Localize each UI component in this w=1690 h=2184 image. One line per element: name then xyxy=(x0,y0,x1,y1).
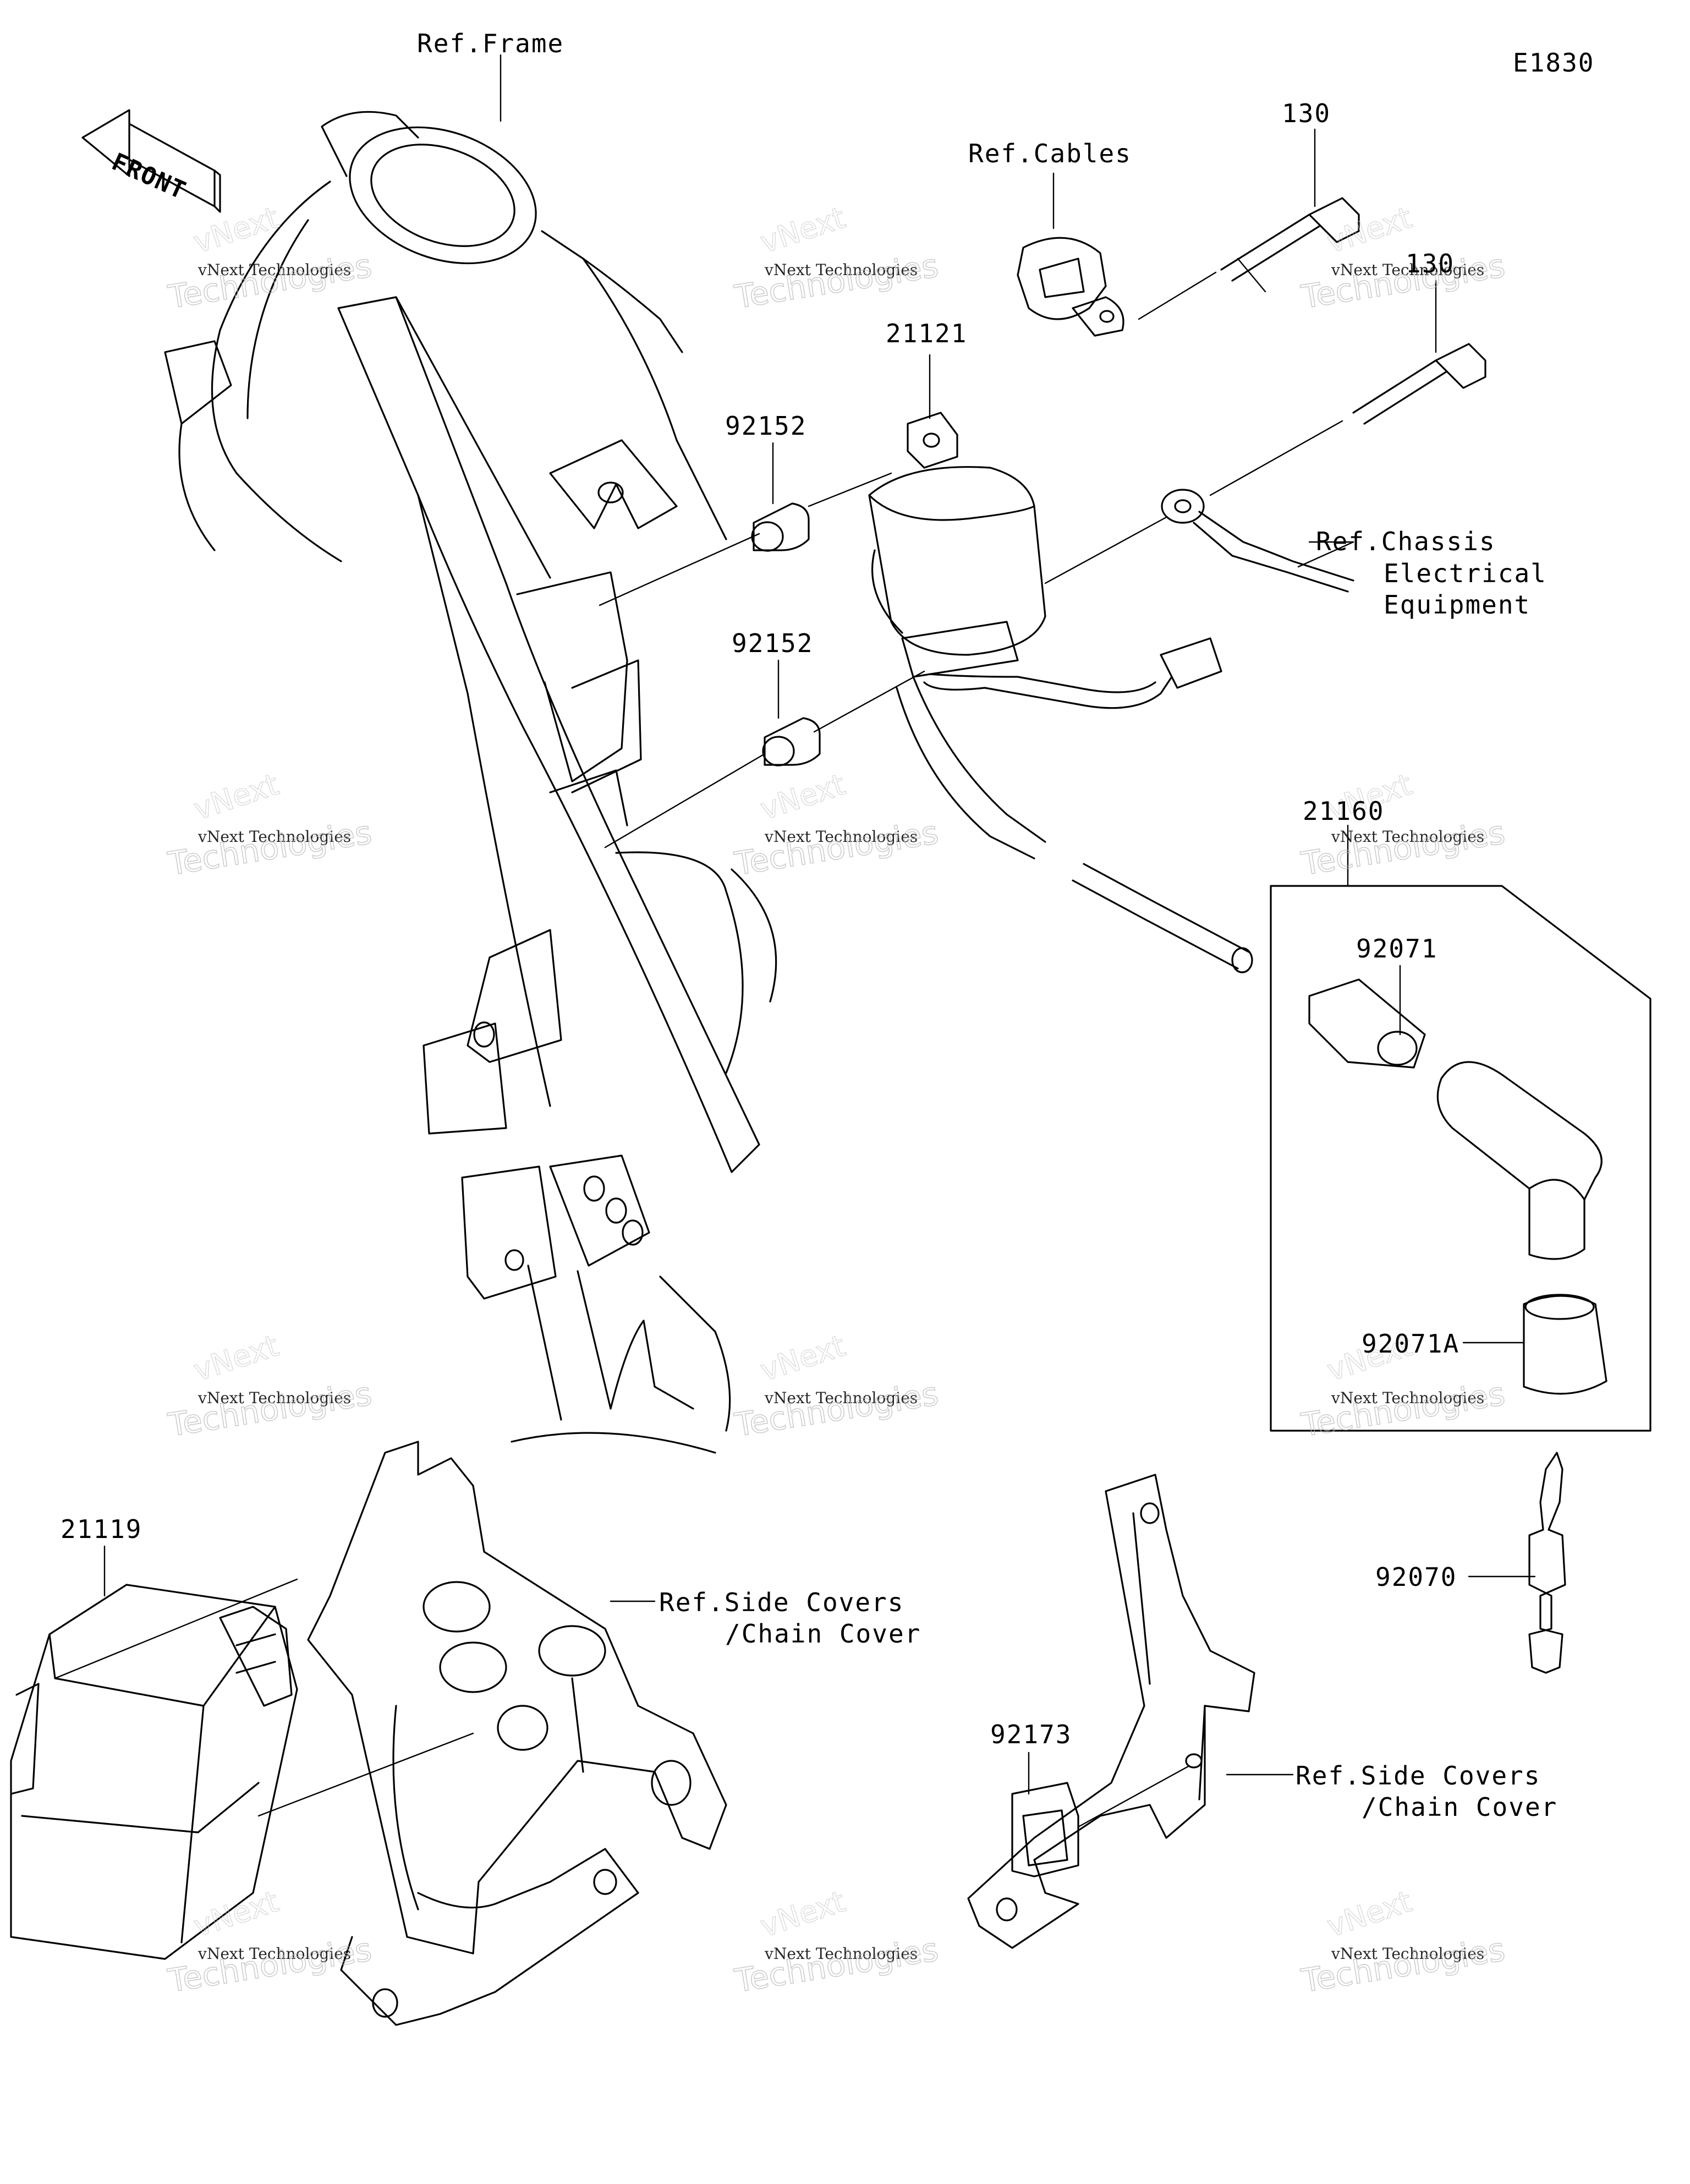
watermark-technologies: Technologies xyxy=(1299,1930,1508,2000)
diagram-code: E1830 xyxy=(1513,48,1594,78)
front-arrow-icon: FRONT xyxy=(81,109,221,213)
bolt-130-lower xyxy=(1209,343,1486,496)
bolt-130-upper xyxy=(1138,197,1360,320)
watermark-vnext: vNext xyxy=(756,200,850,260)
label-ref-chain-cover-left: /Chain Cover xyxy=(725,1619,921,1649)
seal-92071a-drawing xyxy=(1523,1294,1607,1395)
watermark-text: vNext Technologies xyxy=(1331,828,1484,846)
label-part-92152-upper: 92152 xyxy=(725,411,806,441)
cdi-bracket-drawing xyxy=(307,1441,727,2026)
label-part-21119: 21119 xyxy=(61,1514,142,1544)
label-part-92071a: 92071A xyxy=(1362,1329,1459,1359)
watermark-text: vNext Technologies xyxy=(1331,1389,1484,1407)
label-part-92152-lower: 92152 xyxy=(732,628,813,658)
watermark-text: vNext Technologies xyxy=(764,261,918,279)
watermark-text: vNext Technologies xyxy=(197,1389,351,1407)
watermark-vnext: vNext xyxy=(756,1884,850,1944)
watermark-technologies: Technologies xyxy=(1299,1375,1508,1444)
label-ref-cables: Ref.Cables xyxy=(968,139,1132,168)
watermark-vnext: vNext xyxy=(190,1328,283,1388)
label-ref-frame: Ref.Frame xyxy=(417,29,564,58)
watermark-vnext: vNext xyxy=(190,1884,283,1944)
watermark-text: vNext Technologies xyxy=(764,1389,918,1407)
watermark-vnext: vNext xyxy=(190,767,283,827)
label-part-130-lower: 130 xyxy=(1406,249,1455,278)
watermark-technologies: Technologies xyxy=(166,813,375,883)
labels: E1830 Ref.Frame Ref.Cables 130 130 21121… xyxy=(61,29,1594,1822)
side-bracket-drawing xyxy=(967,1474,1255,1949)
watermark-vnext: vNext xyxy=(1323,1884,1417,1944)
label-part-92071: 92071 xyxy=(1356,934,1437,964)
watermark-vnext: vNext xyxy=(1323,200,1417,260)
label-part-130-upper: 130 xyxy=(1282,98,1331,128)
watermark-vnext: vNext xyxy=(190,200,283,260)
watermark-text: vNext Technologies xyxy=(1331,261,1484,279)
cable-clamp-drawing xyxy=(1017,237,1124,337)
label-part-21121: 21121 xyxy=(886,319,967,348)
watermark-text: vNext Technologies xyxy=(764,828,918,846)
spacer-92152-a xyxy=(751,502,810,552)
watermarks: vNext vNext Technologies Technologies vN… xyxy=(165,200,1508,2000)
label-ref-side-covers-left: Ref.Side Covers xyxy=(659,1588,904,1617)
label-part-21160: 21160 xyxy=(1303,796,1384,826)
label-ref-chain-cover-right: /Chain Cover xyxy=(1362,1792,1557,1822)
watermark-text: vNext Technologies xyxy=(1331,1945,1484,1963)
connector-92173-drawing xyxy=(1011,1765,1189,1878)
label-ref-side-covers-right: Ref.Side Covers xyxy=(1296,1761,1540,1791)
watermark-vnext: vNext xyxy=(756,1328,850,1388)
watermark-technologies: Technologies xyxy=(732,247,941,316)
watermark-technologies: Technologies xyxy=(166,1930,375,2000)
ignition-coil-drawing xyxy=(599,412,1253,973)
leader-lines xyxy=(103,54,1536,1795)
label-ref-chassis-line2: Electrical xyxy=(1384,559,1547,588)
watermark-text: vNext Technologies xyxy=(197,261,351,279)
watermark-technologies: Technologies xyxy=(1299,247,1508,316)
watermark-technologies: Technologies xyxy=(166,247,375,316)
watermark-vnext: vNext xyxy=(756,767,850,827)
spark-plug-drawing xyxy=(1528,1452,1566,1674)
watermark-text: vNext Technologies xyxy=(197,1945,351,1963)
spacer-92152-b xyxy=(762,717,821,767)
ground-terminal-drawing xyxy=(1161,489,1354,593)
watermark-technologies: Technologies xyxy=(732,813,941,883)
frame-drawing xyxy=(164,111,777,1454)
label-part-92173: 92173 xyxy=(990,1720,1072,1749)
label-part-92070: 92070 xyxy=(1375,1562,1457,1592)
plug-cap-92071-drawing xyxy=(1308,978,1603,1260)
cdi-unit-drawing xyxy=(10,1578,474,1960)
watermark-technologies: Technologies xyxy=(732,1375,941,1444)
label-ref-chassis-line3: Equipment xyxy=(1384,590,1530,620)
watermark-text: vNext Technologies xyxy=(197,828,351,846)
label-ref-chassis: Ref.Chassis xyxy=(1316,527,1496,556)
watermark-technologies: Technologies xyxy=(732,1930,941,2000)
watermark-text: vNext Technologies xyxy=(764,1945,918,1963)
watermark-technologies: Technologies xyxy=(166,1375,375,1444)
part-group-21160-box xyxy=(1270,885,1651,1432)
